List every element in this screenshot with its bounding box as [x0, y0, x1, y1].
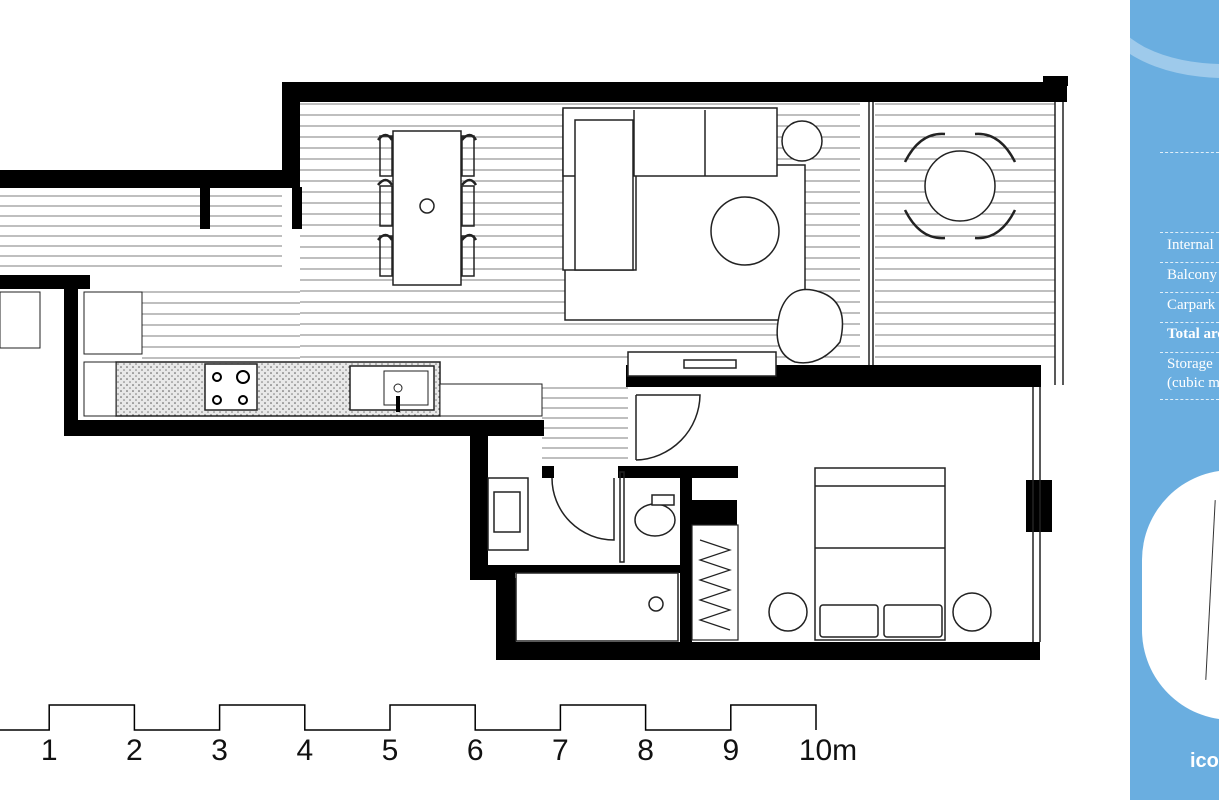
kitchen-counter — [0, 291, 543, 417]
key-plan — [1142, 470, 1219, 720]
scale-label: 10m — [799, 734, 857, 767]
walls — [0, 76, 1068, 660]
scale-label: 1 — [41, 734, 58, 767]
scale-bar: 1 2 3 4 5 6 7 8 9 10m — [0, 704, 857, 767]
area-row-balcony: Balcony — [1167, 267, 1217, 283]
bathroom — [487, 477, 679, 642]
area-row-total: Total area — [1167, 326, 1219, 342]
panel-divider — [1160, 262, 1219, 263]
scale-label: 2 — [126, 734, 143, 767]
info-panel: Internal Balcony Carpark Total area Stor… — [1130, 0, 1219, 800]
dining-table — [377, 130, 478, 286]
panel-divider — [1160, 352, 1219, 353]
kitchen-sink — [349, 365, 435, 412]
panel-divider — [1160, 292, 1219, 293]
area-row-carpark: Carpark — [1167, 297, 1216, 313]
area-row-storage: Storage — [1167, 356, 1213, 372]
area-row-internal: Internal — [1167, 237, 1214, 253]
panel-divider — [1160, 232, 1219, 233]
scale-label: 5 — [382, 734, 399, 767]
balcony — [868, 102, 1064, 385]
panel-divider — [1160, 152, 1219, 153]
scale-label: 3 — [211, 734, 228, 767]
scale-label: 8 — [637, 734, 654, 767]
scale-label: 7 — [552, 734, 569, 767]
panel-divider — [1160, 399, 1219, 400]
floor-plan: 1 2 3 4 5 6 7 8 9 10m — [0, 76, 1068, 767]
brand-logo: ico — [1190, 750, 1219, 772]
bedroom — [768, 387, 1041, 642]
scale-label: 6 — [467, 734, 484, 767]
door-swings — [551, 394, 701, 563]
panel-swoosh — [1130, 0, 1219, 78]
wardrobe — [691, 524, 739, 641]
cooktop — [204, 363, 258, 411]
key-plan-outline — [1205, 500, 1216, 680]
scale-label: 4 — [296, 734, 313, 767]
area-row-storage-unit: (cubic m — [1167, 375, 1219, 391]
lounge — [562, 107, 844, 377]
panel-divider — [1160, 322, 1219, 323]
scale-label: 9 — [722, 734, 739, 767]
